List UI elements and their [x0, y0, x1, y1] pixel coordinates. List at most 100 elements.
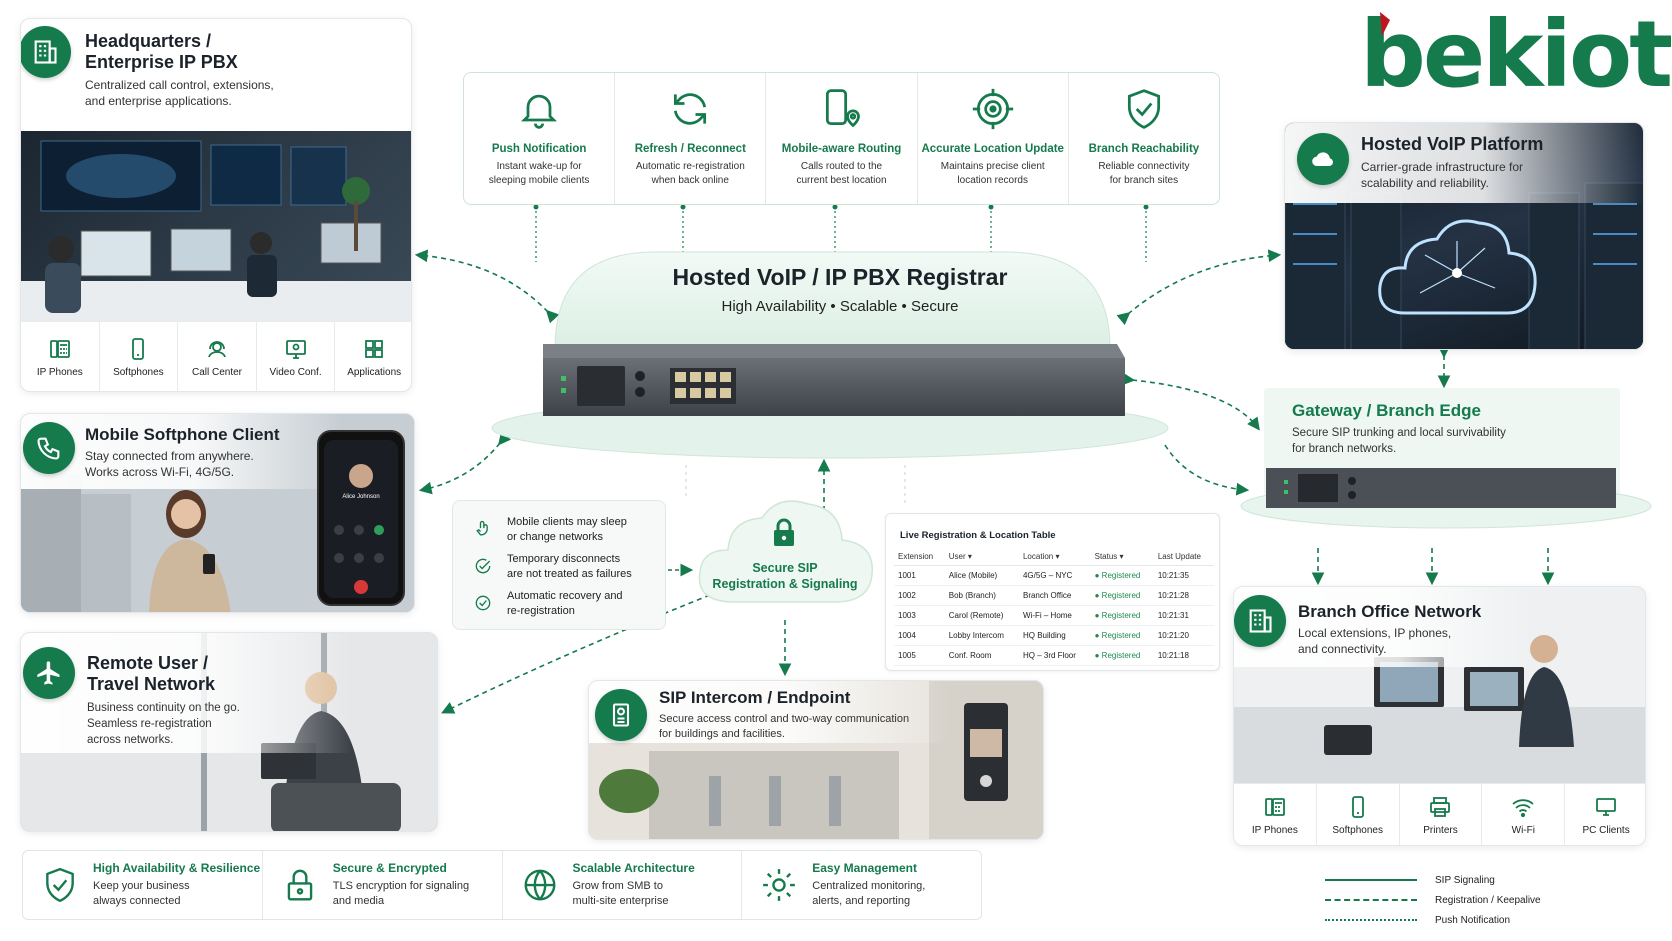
link-mobile-registrar	[418, 431, 512, 495]
hosted-platform-card: Hosted VoIP Platform Carrier-grade infra…	[1284, 122, 1644, 350]
caller-avatar	[349, 464, 373, 488]
airplane-icon	[23, 647, 75, 699]
brand-logo[interactable]: bekiot	[1360, 1, 1672, 108]
feature-title: Refresh / Reconnect	[634, 143, 746, 155]
hq-icon-call-center[interactable]: Call Center	[178, 322, 257, 391]
col-status[interactable]: Status ▾	[1090, 548, 1154, 566]
branch-icon-label: Softphones	[1332, 825, 1383, 836]
registration-table: Extension User ▾ Location ▾ Status ▾ Las…	[894, 548, 1214, 666]
col-user[interactable]: User ▾	[944, 548, 1019, 566]
branch-icon-softphones[interactable]: Softphones	[1317, 784, 1400, 845]
video-conference-icon	[285, 340, 306, 359]
link-gateway-table	[1164, 444, 1250, 496]
datacenter-cloud-illustration	[1285, 182, 1643, 349]
globe-icon	[524, 869, 555, 901]
shield-check-icon	[1127, 89, 1160, 129]
cloud-icon	[1297, 133, 1349, 185]
remote-card: Remote User / Travel Network Business co…	[20, 632, 438, 832]
desk-phone-icon	[1264, 798, 1285, 816]
feature-title: Branch Reachability	[1088, 143, 1200, 155]
remote-desc-3: across networks.	[87, 734, 174, 746]
intercom-icon	[595, 689, 647, 741]
mobile-title: Mobile Softphone Client	[85, 425, 280, 444]
branch-title: Branch Office Network	[1298, 602, 1482, 621]
hq-icon-label: Applications	[347, 367, 402, 378]
hq-card: Headquarters / Enterprise IP PBX Central…	[20, 18, 412, 392]
remote-desc-2: Seamless re-registration	[87, 718, 212, 730]
lock-icon	[774, 518, 794, 546]
registrar-platform	[491, 251, 1169, 459]
branch-icon-printers[interactable]: Printers	[1400, 784, 1483, 845]
link-hosted-registrar	[1116, 249, 1282, 326]
target-icon	[972, 88, 1013, 130]
hq-icon-applications[interactable]: Applications	[335, 322, 411, 391]
gear-icon	[763, 869, 796, 901]
benefit-title: Easy Management	[812, 861, 917, 875]
remote-desc-1: Business continuity on the go.	[87, 702, 240, 714]
registration-table-panel: Live Registration & Location Table Exten…	[885, 513, 1220, 671]
hq-title-2: Enterprise IP PBX	[85, 52, 238, 72]
hq-icon-video-conf[interactable]: Video Conf.	[257, 322, 336, 391]
feature-branch-reachability: Branch Reachability Reliable connectivit…	[1069, 73, 1219, 204]
legend-item: Push Notification	[1325, 910, 1655, 930]
hq-icon-ip-phones[interactable]: IP Phones	[21, 322, 100, 391]
bell-icon	[521, 94, 558, 129]
mobile-desc-1: Stay connected from anywhere.	[85, 449, 254, 463]
intercom-desc-2: for buildings and facilities.	[659, 728, 785, 740]
logo-wordmark: bekiot	[1360, 1, 1672, 108]
remote-title-1: Remote User /	[87, 653, 209, 673]
hq-icon-label: Softphones	[113, 367, 164, 378]
branch-icon-label: Wi-Fi	[1511, 825, 1535, 836]
applications-icon	[365, 340, 384, 358]
hosted-title: Hosted VoIP Platform	[1361, 134, 1544, 154]
col-location[interactable]: Location ▾	[1018, 548, 1091, 566]
building-icon	[1234, 595, 1286, 647]
feature-title: Mobile-aware Routing	[781, 143, 902, 155]
branch-icon-pc-clients[interactable]: PC Clients	[1565, 784, 1645, 845]
branch-icon-wifi[interactable]: Wi-Fi	[1482, 784, 1566, 845]
legend-item: Registration / Keepalive	[1325, 890, 1655, 910]
col-last-update[interactable]: Last Update	[1153, 548, 1214, 566]
hq-desc-1: Centralized call control, extensions,	[85, 78, 274, 92]
headset-icon	[208, 341, 226, 358]
feature-refresh: Refresh / Reconnect Automatic re-registr…	[615, 73, 767, 204]
branch-icon-label: Printers	[1423, 825, 1458, 836]
control-room-illustration	[21, 140, 411, 339]
hq-office-photo	[21, 131, 411, 339]
mobile-location-icon	[825, 89, 860, 128]
lock-icon	[287, 869, 313, 901]
phone-icon	[23, 422, 75, 474]
gateway-title: Gateway / Branch Edge	[1292, 401, 1481, 420]
wifi-icon	[1512, 799, 1534, 818]
check-box-icon	[475, 595, 491, 611]
feature-title: Accurate Location Update	[921, 143, 1064, 155]
feature-location-update: Accurate Location Update Maintains preci…	[918, 73, 1069, 204]
feature-title: Push Notification	[491, 143, 587, 155]
hangup-button[interactable]	[354, 580, 368, 594]
link-hq-registrar	[414, 249, 560, 324]
line-legend: SIP Signaling Registration / Keepalive P…	[1325, 870, 1655, 930]
col-extension[interactable]: Extension	[894, 548, 945, 566]
branch-desc-2: and connectivity.	[1298, 642, 1387, 656]
branch-icon-ip-phones[interactable]: IP Phones	[1234, 784, 1317, 845]
desk-phone-icon	[49, 340, 70, 358]
benefit-title: Scalable Architecture	[572, 861, 695, 875]
intercom-card: SIP Intercom / Endpoint Secure access co…	[588, 680, 1044, 840]
hq-icon-softphones[interactable]: Softphones	[100, 322, 179, 391]
